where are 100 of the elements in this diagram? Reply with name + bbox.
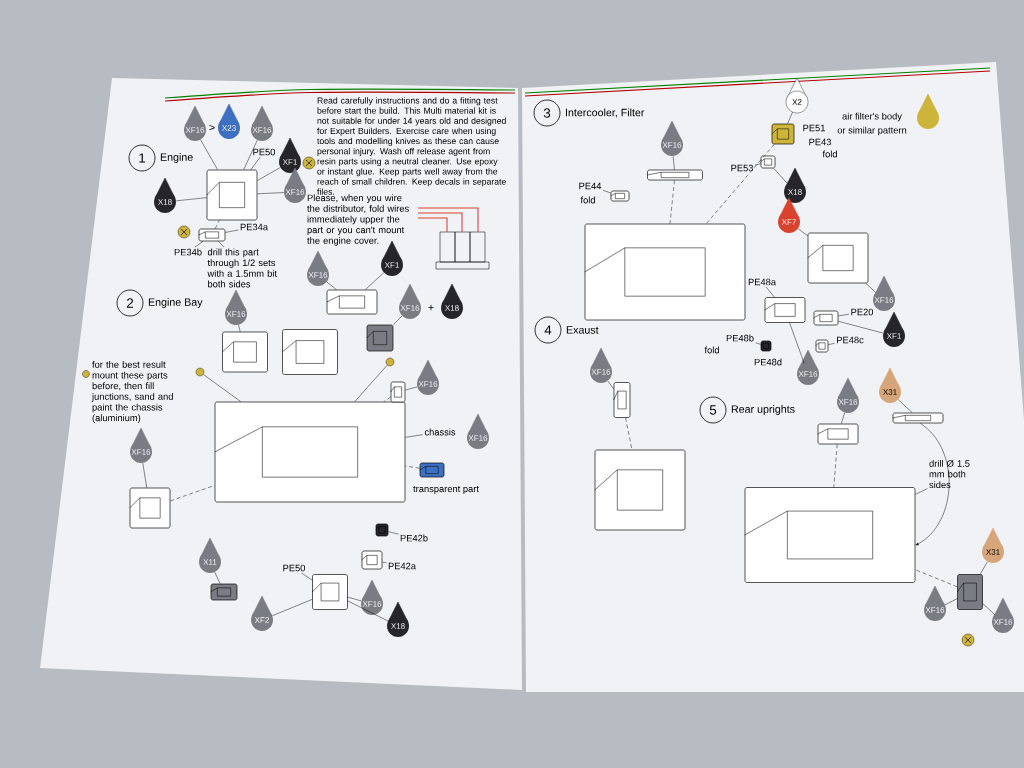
leader-line: [142, 462, 147, 488]
part-drawing: [764, 297, 806, 323]
step-number: 4: [534, 316, 562, 344]
leader-line: [405, 434, 424, 438]
leader-line: [243, 140, 258, 170]
symbol-text: >: [209, 124, 215, 131]
paint-drop: XF16: [992, 597, 1014, 633]
part-label: fold: [580, 196, 595, 204]
leader-line: [326, 281, 337, 290]
part-label: PE42a: [388, 562, 416, 570]
leader-line: [602, 190, 611, 194]
step-title: Rear uprights: [731, 405, 795, 415]
part-label: PE50: [283, 564, 306, 572]
paint-drop: XF16: [251, 105, 273, 141]
leader-line: [405, 386, 418, 391]
paint-drop: XF16: [361, 579, 383, 615]
leader-line: [797, 228, 808, 236]
leader-line: [765, 286, 775, 298]
paint-drop: [917, 93, 939, 129]
part-drawing: [375, 523, 389, 537]
part-label: chassis: [424, 428, 456, 436]
part-label: PE48a: [748, 278, 776, 286]
part-label: PE34b: [174, 248, 202, 256]
part-label: PE34a: [240, 223, 268, 231]
leader-line: [194, 241, 204, 248]
paint-drop: XF16: [130, 427, 152, 463]
leader-line: [200, 139, 218, 170]
leader-line: [980, 561, 988, 575]
part-drawing: [771, 123, 795, 145]
paint-drop: XF1: [279, 137, 301, 173]
part-label: PE20: [851, 308, 874, 316]
leader-line: [944, 598, 958, 606]
paint-drop: X23: [218, 103, 240, 139]
part-drawing: [206, 169, 258, 221]
assembly-line: [405, 465, 420, 469]
leader-line: [982, 603, 995, 615]
paint-drop: XF16: [661, 120, 683, 156]
part-drawing: [813, 310, 839, 326]
step-title: Engine: [160, 153, 193, 163]
leader-line: [672, 155, 675, 170]
leader-line: [393, 315, 403, 325]
leader-line: [238, 324, 241, 332]
paint-drop: X18: [387, 601, 409, 637]
paint-drop: X11: [199, 537, 221, 573]
leader-line: [301, 572, 313, 581]
part-label: fold: [822, 150, 837, 158]
part-drawing: [594, 449, 686, 531]
paint-drop: X2: [785, 77, 809, 114]
part-drawing: [760, 155, 776, 169]
note-text: for the best result mount these parts before, then fill junctions, sand and paint the chassis (aluminium): [91, 361, 173, 423]
part-drawing: [210, 583, 238, 601]
leader-line: [787, 112, 793, 124]
part-drawing: [419, 462, 445, 478]
leader-line: [841, 412, 845, 424]
part-label: PE48b: [726, 334, 754, 342]
paint-drop: XF16: [837, 377, 859, 413]
leader-line: [214, 572, 221, 584]
note-text: or similar pattern: [837, 126, 907, 136]
part-drawing: [760, 340, 772, 352]
part-drawing: [281, 329, 338, 375]
part-label: PE53: [731, 164, 753, 172]
part-drawing: [817, 423, 859, 445]
leader-line: [838, 313, 850, 317]
paint-drop: XF16: [924, 585, 946, 621]
part-drawing: [361, 550, 383, 570]
part-drawing: [129, 487, 171, 529]
part-drawing: [198, 228, 226, 242]
part-drawing: [584, 223, 746, 321]
paint-drop: XF16: [399, 283, 421, 319]
leader-line: [347, 596, 362, 602]
leader-line: [272, 599, 313, 616]
assembly-line: [625, 417, 633, 450]
part-label: PE48d: [754, 358, 782, 366]
part-drawing: [613, 382, 631, 418]
step-number: 2: [116, 289, 144, 317]
leader-line: [773, 168, 788, 184]
note-text: drill this part through 1/2 sets with a 1.5mm bit both sides: [207, 248, 277, 288]
paint-drop: XF16: [797, 349, 819, 385]
leader-line: [828, 343, 835, 345]
leader-line: [365, 272, 384, 290]
leader-line: [347, 600, 389, 622]
leader-line: [865, 283, 876, 293]
assembly-line: [915, 569, 958, 587]
paint-drop: XF16: [873, 275, 895, 311]
part-drawing: [610, 190, 630, 202]
paint-drop: XF7: [778, 197, 800, 233]
paint-drop: X18: [784, 167, 806, 203]
leader-line: [203, 374, 242, 402]
assembly-line: [383, 396, 391, 402]
step-title: Engine Bay: [148, 298, 203, 308]
step-title: Intercooler, Filter: [566, 108, 645, 118]
leader-line: [225, 229, 239, 233]
step-title: Exaust: [566, 326, 599, 334]
paint-drop: X31: [879, 367, 901, 403]
paint-drop: XF16: [284, 167, 306, 203]
note-text: Read carefully instructions and do a fitting test before start the build. This Multi material kit is not suitable for under 14 years old and designed for Expert Builders. Exercise care when using tools and modelling knives as these can cause personal injury. Wash off release agent from resin parts using a neutral cleaner. Use epoxy or instant glue. Keep parts well away from the reach of small children. Keep decals in separate files.: [317, 97, 506, 195]
leader-line: [250, 156, 261, 170]
step-number: 1: [128, 144, 156, 172]
paint-drop: X31: [982, 527, 1004, 563]
part-drawing: [221, 331, 268, 373]
